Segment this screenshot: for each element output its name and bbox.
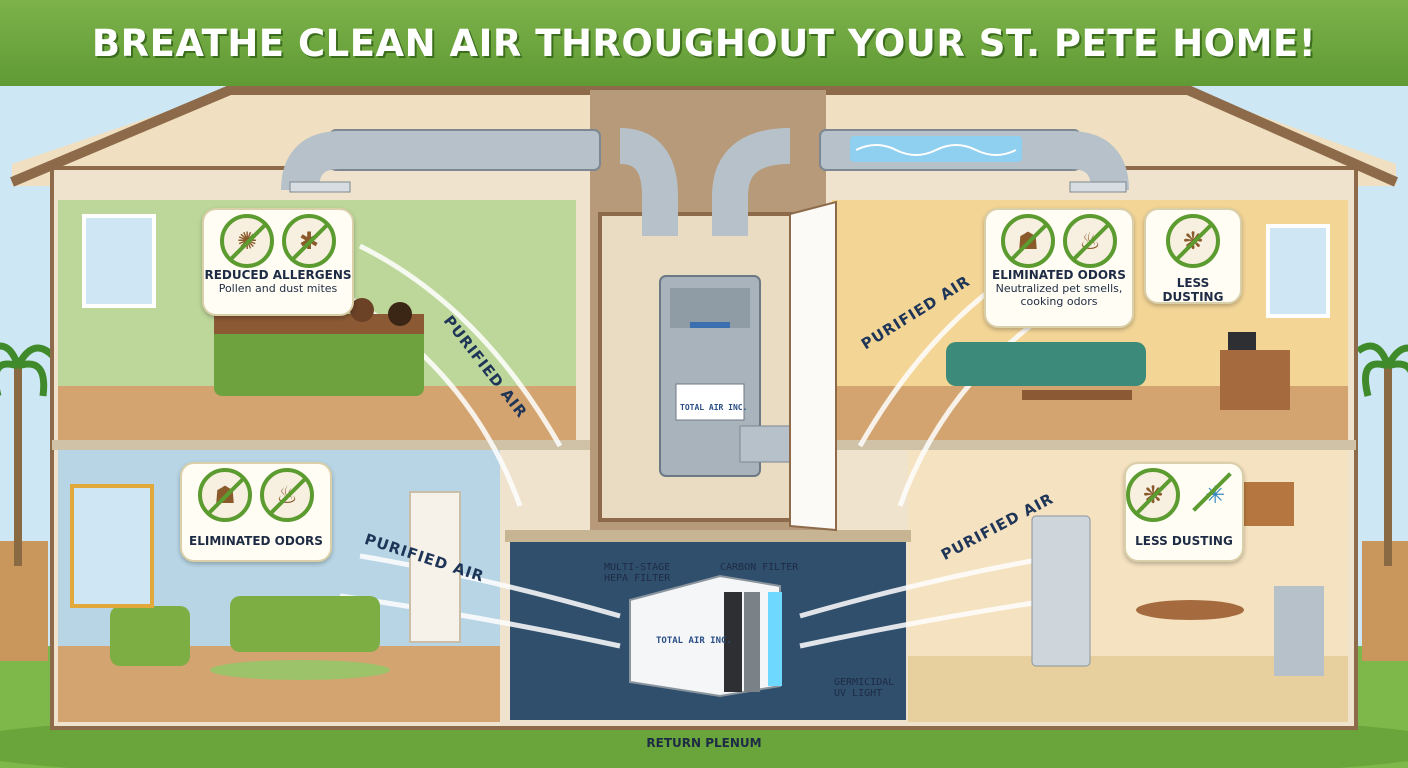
floor-divider-right [826, 440, 1356, 450]
dust-mite-no-icon: ✱ [282, 214, 336, 268]
furnace-brand-label: TOTAL AIR INC. [680, 403, 748, 412]
monitor [1228, 332, 1256, 350]
badge-title: ELIMINATED ODORS [189, 534, 323, 548]
badge-title: ELIMINATED ODORS [992, 268, 1126, 282]
house-cutaway-illustration [0, 86, 1408, 768]
badge-title: REDUCED ALLERGENS [204, 268, 352, 282]
fence-left [0, 541, 48, 661]
sofa-top [946, 342, 1146, 386]
carbon-filter-panel [744, 592, 760, 692]
pet-smell-no-icon: ☗ [198, 468, 252, 522]
palm-tree-left-icon [0, 342, 56, 566]
window-lower-left [70, 484, 154, 608]
carbon-filter-label: CARBON FILTER [720, 562, 799, 573]
hepa-filter-label: MULTI-STAGE HEPA FILTER [604, 562, 670, 584]
duct-right [819, 129, 1129, 193]
cooking-odor-no-icon: ♨ [1063, 214, 1117, 268]
rug [210, 660, 390, 680]
hepa-line1: MULTI-STAGE [604, 562, 671, 573]
plenum-ledge [505, 530, 911, 542]
badge-less-dusting-top: ❋ LESS DUSTING [1144, 208, 1242, 304]
dust-no-icon: ❋ [1126, 468, 1180, 522]
banner-title: BREATHE CLEAN AIR THROUGHOUT YOUR ST. PE… [91, 21, 1317, 65]
coffee-table-top [1022, 390, 1132, 400]
stove [1274, 586, 1324, 676]
duct-center [618, 128, 791, 236]
armchair [110, 606, 190, 666]
floor-divider-left [52, 440, 590, 450]
bed [214, 326, 424, 396]
cooking-odor-no-icon: ♨ [260, 468, 314, 522]
window-bedroom [82, 214, 156, 308]
person-man-bed [350, 298, 374, 322]
desk [1220, 350, 1290, 410]
refrigerator [1031, 515, 1091, 667]
uv-line1: GERMICIDAL [834, 677, 895, 688]
uv-line2: UV LIGHT [834, 688, 883, 699]
pet-smell-no-icon: ☗ [1001, 214, 1055, 268]
hepa-line2: HEPA FILTER [604, 573, 671, 584]
hepa-filter-panel [724, 592, 742, 692]
duct-left [281, 129, 601, 193]
header-banner: BREATHE CLEAN AIR THROUGHOUT YOUR ST. PE… [0, 0, 1408, 86]
badge-title: LESS DUSTING [1162, 276, 1224, 304]
badge-subtitle: Pollen and dust mites [218, 282, 338, 295]
return-plenum-label: RETURN PLENUM [646, 736, 762, 750]
badge-eliminated-odors-bottom: ☗ ♨ ELIMINATED ODORS [180, 462, 332, 562]
window-living [1266, 224, 1330, 318]
dust-no-icon: ❋ [1166, 214, 1220, 268]
badge-reduced-allergens: ✺ ✱ REDUCED ALLERGENS Pollen and dust mi… [202, 208, 354, 316]
uv-light-glow [768, 592, 782, 686]
germ-icon: ✳ [1188, 468, 1242, 522]
air-filter-unit [629, 574, 782, 698]
pollen-no-icon: ✺ [220, 214, 274, 268]
badge-subtitle-line1: Neutralized pet smells, [995, 282, 1123, 295]
uv-light-label: GERMICIDAL UV LIGHT [834, 677, 894, 699]
badge-eliminated-odors-top: ☗ ♨ ELIMINATED ODORS Neutralized pet sme… [984, 208, 1134, 328]
bed-headboard [214, 314, 424, 334]
filter-brand-label: TOTAL AIR INC. [656, 636, 732, 646]
sofa-bottom [230, 596, 380, 652]
badge-title: LESS DUSTING [1135, 534, 1233, 548]
badge-subtitle-line2: cooking odors [1020, 295, 1098, 308]
door-lower [409, 491, 461, 643]
dining-table [1136, 600, 1244, 620]
badge-less-dusting-bottom: ❋ ✳ LESS DUSTING [1124, 462, 1244, 562]
closet-door [789, 200, 837, 532]
palm-tree-right-icon [1355, 342, 1408, 566]
person-woman-bed [388, 302, 412, 326]
